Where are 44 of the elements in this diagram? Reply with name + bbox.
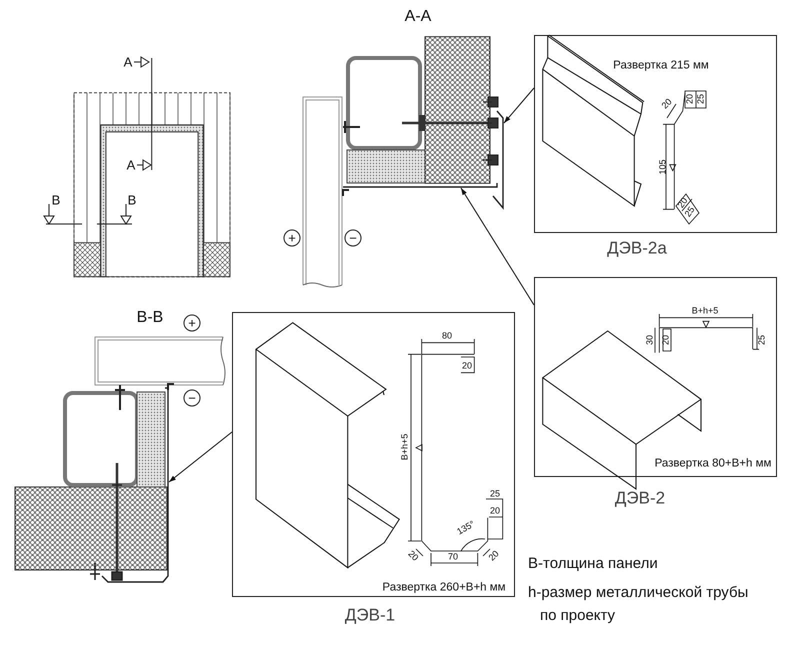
note-text: B-толщина панели (528, 556, 658, 571)
dimension-label: B+h+5 (400, 434, 410, 460)
flashing (343, 183, 498, 188)
dimension-label: 20 (406, 549, 420, 563)
dimension-label: 25 (683, 205, 697, 219)
section-mark: B (52, 194, 60, 206)
unfolded-width-note: Развертка 215 мм (613, 60, 709, 72)
dimension-label: 20 (462, 362, 472, 370)
dimension-label: 20 (490, 506, 500, 516)
flashing (102, 387, 169, 583)
detail-panel (232, 312, 515, 597)
detail-panel (534, 35, 777, 233)
section-title: B-B (136, 310, 164, 326)
dimension-label: 70 (448, 552, 458, 562)
plus-sign: + (184, 314, 200, 332)
dimension-label: 20 (660, 97, 674, 111)
unfolded-width-note: Развертка 80+B+h мм (654, 458, 772, 470)
dimension-label: 20 (686, 94, 694, 104)
dimension-label: 20 (662, 335, 670, 345)
flashing (492, 110, 504, 210)
dimension-label: 25 (490, 490, 500, 498)
dimension-label: 135° (456, 519, 476, 537)
detail-caption: ДЭВ-2а (607, 240, 667, 256)
dimension-label: 25 (758, 335, 766, 345)
section-title: A-A (404, 9, 432, 25)
note-text: h-размер металлической трубы по проекту (528, 583, 750, 626)
leader-line (168, 432, 232, 482)
minus-sign: − (344, 230, 362, 246)
dimension-label: 25 (696, 94, 706, 104)
leader-line (504, 88, 534, 124)
plus-sign: + (284, 230, 300, 246)
detail-caption: ДЭВ-2 (614, 490, 666, 506)
dimension-label: 20 (487, 549, 501, 563)
section-mark: A (124, 56, 132, 68)
section-mark: A (126, 158, 136, 172)
dimension-label: 105 (658, 159, 668, 175)
leader-line (460, 188, 534, 306)
detail-caption: ДЭВ-1 (344, 606, 396, 624)
dimension-label: 80 (442, 332, 452, 340)
section-mark: B (128, 194, 136, 206)
minus-sign: − (184, 390, 200, 406)
dimension-label: 30 (646, 335, 654, 345)
unfolded-width-note: Развертка 260+B+h мм (382, 582, 506, 594)
dimension-label: B+h+5 (692, 306, 718, 316)
